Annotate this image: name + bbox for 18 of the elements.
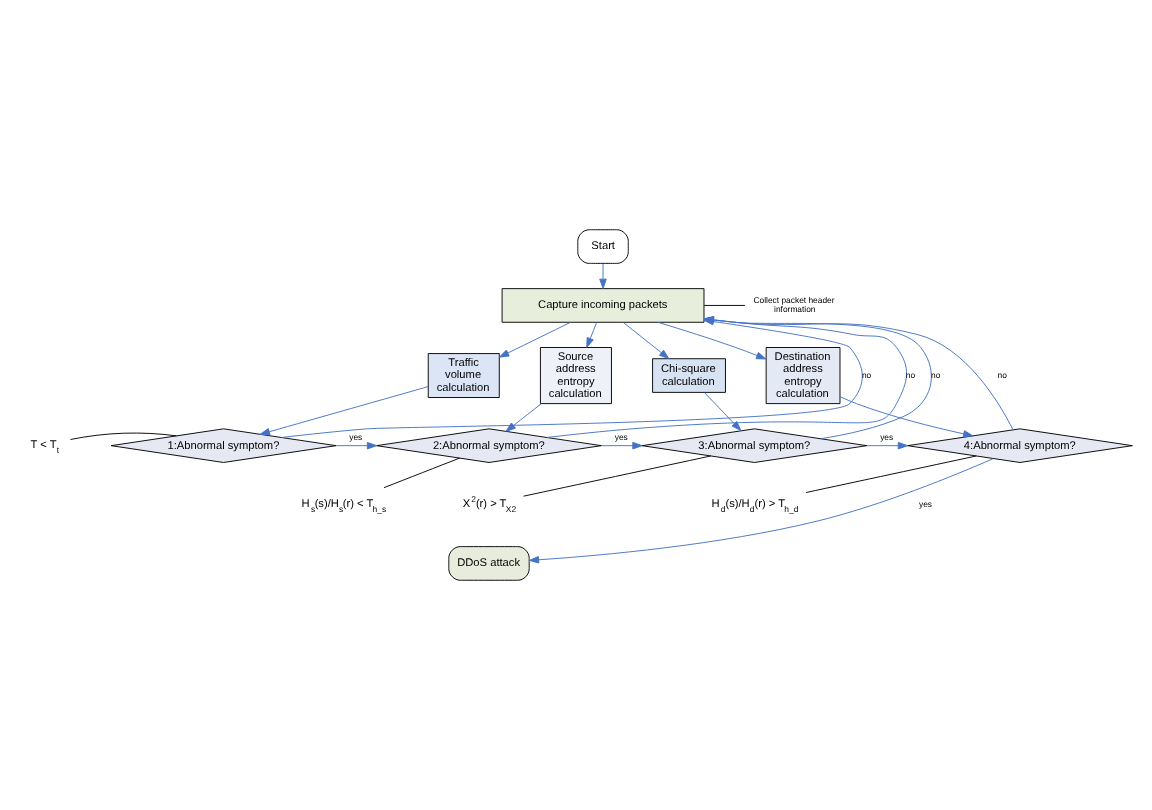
connector: [703, 305, 746, 306]
arrow: [657, 321, 767, 360]
arrow: [335, 441, 378, 450]
arrow: [601, 441, 643, 450]
connector: [383, 457, 460, 489]
arrow: [528, 458, 994, 564]
connector: [805, 455, 977, 493]
arrow: [599, 263, 607, 289]
arrow: [866, 441, 909, 450]
arrow: [259, 386, 429, 436]
arrow: [505, 403, 542, 432]
arrow: [839, 396, 974, 438]
arrow: [586, 322, 598, 348]
connector: [70, 432, 177, 440]
arrow: [704, 392, 742, 431]
connector: [523, 455, 712, 497]
arrow: [498, 321, 571, 358]
arrow: [622, 322, 670, 360]
